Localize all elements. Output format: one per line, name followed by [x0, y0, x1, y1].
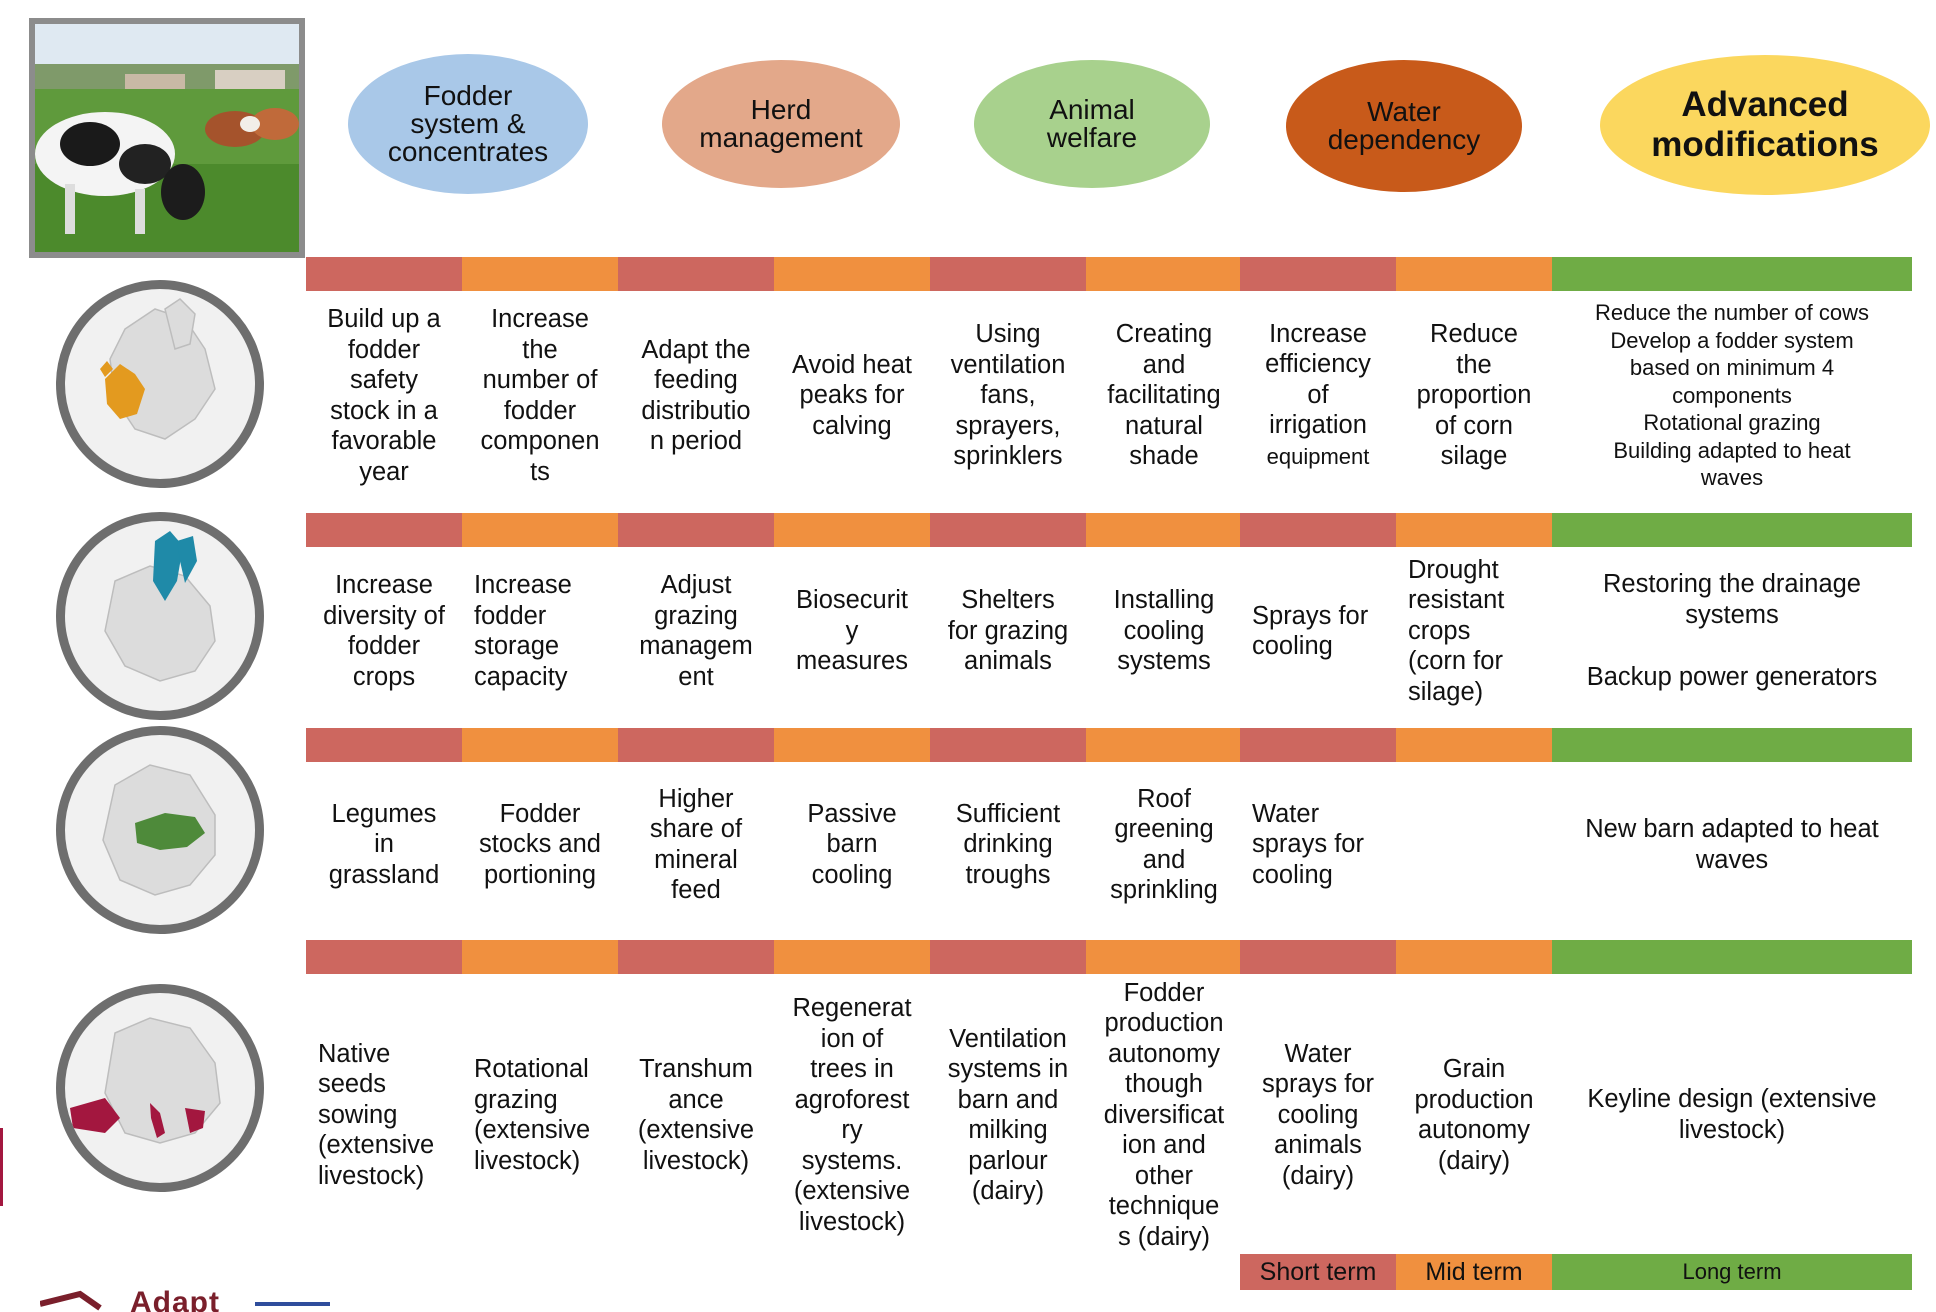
- measure-cell: Creating and facilitating natural shade: [1107, 320, 1221, 471]
- term-bar: [1396, 728, 1552, 762]
- measure-cell: Biosecurit y measures: [796, 586, 908, 676]
- term-bar: [306, 940, 462, 974]
- advanced-modification-cell: Keyline design (extensive livestock): [1587, 1085, 1877, 1144]
- term-bar: [1396, 257, 1552, 291]
- category-advanced-modifications: Advanced modifications: [1600, 55, 1930, 195]
- measure-cell: Regenerat ion of trees in agroforest ry …: [792, 994, 912, 1236]
- measure-cell: Rotational grazing (extensive livestock): [474, 1055, 591, 1175]
- term-bar: [1552, 940, 1912, 974]
- category-herd-management: Herd management: [662, 60, 900, 188]
- measure-cell: Sufficient drinking troughs: [955, 799, 1061, 889]
- term-bar: [1086, 940, 1242, 974]
- term-bar: [1086, 728, 1242, 762]
- term-bar: [774, 257, 930, 291]
- measure-cell: Roof greening and sprinkling: [1110, 784, 1218, 905]
- cows-photo: [29, 18, 305, 258]
- map-nordic-region: [56, 512, 264, 720]
- measure-cell: Fodder production autonomy though divers…: [1103, 978, 1225, 1251]
- term-bar: [462, 940, 618, 974]
- measure-cell: Fodder stocks and portioning: [479, 799, 601, 889]
- term-bar: [1396, 940, 1552, 974]
- term-bar: [930, 513, 1086, 547]
- measure-cell: Sprays for cooling: [1252, 601, 1369, 661]
- left-edge-accent: [0, 1128, 3, 1206]
- footer-logo: Adapt: [40, 1290, 340, 1312]
- term-bar: [618, 940, 774, 974]
- term-bar: [1552, 728, 1912, 762]
- measure-cell: Transhum ance (extensive livestock): [637, 1055, 755, 1175]
- term-bar: [930, 728, 1086, 762]
- legend-mid-term: Mid term: [1396, 1254, 1552, 1290]
- map-mediterranean-region: [56, 984, 264, 1192]
- term-bar: [618, 728, 774, 762]
- measure-cell: Increase the number of fodder componen t…: [480, 305, 600, 486]
- measure-cell: Increase diversity of fodder crops: [323, 571, 445, 691]
- measure-cell: Adjust grazing managem ent: [639, 571, 753, 691]
- term-bar: [618, 257, 774, 291]
- measure-cell: Grain production autonomy (dairy): [1414, 1055, 1534, 1175]
- term-bar: [774, 940, 930, 974]
- measure-cell: Passive barn cooling: [807, 799, 897, 889]
- term-bar: [930, 940, 1086, 974]
- measure-cell: Drought resistant crops (corn for silage…: [1408, 555, 1505, 706]
- measure-cell: Water sprays for cooling: [1252, 799, 1364, 889]
- term-bar: [306, 257, 462, 291]
- term-bar: [1086, 513, 1242, 547]
- term-bar: [1396, 513, 1552, 547]
- measure-cell: [1396, 762, 1552, 927]
- term-bar: [930, 257, 1086, 291]
- measure-cell: Native seeds sowing (extensive livestock…: [318, 1039, 435, 1190]
- term-bar: [462, 728, 618, 762]
- measure-cell: Increase fodder storage capacity: [474, 571, 572, 691]
- term-bar: [462, 257, 618, 291]
- category-animal-welfare: Animal welfare: [974, 60, 1210, 188]
- measure-cell: Legumes in grassland: [328, 799, 440, 889]
- measure-cell: Higher share of mineral feed: [649, 784, 743, 905]
- measure-cell: Reduce the proportion of corn silage: [1416, 320, 1532, 471]
- advanced-modification-cell: New barn adapted to heat waves: [1585, 814, 1879, 874]
- term-bar: [306, 513, 462, 547]
- category-water-dependency: Water dependency: [1286, 60, 1522, 192]
- advanced-modification-cell: Reduce the number of cows Develop a fodd…: [1595, 300, 1869, 491]
- measure-cell: Build up a fodder safety stock in a favo…: [327, 305, 441, 486]
- measure-cell: Ventilation systems in barn and milking …: [947, 1024, 1069, 1206]
- term-bar: [1086, 257, 1242, 291]
- term-bar: [774, 728, 930, 762]
- measure-cell: Water sprays for cooling animals (dairy): [1262, 1039, 1374, 1190]
- map-atlantic-region: [56, 280, 264, 488]
- map-continental-region: [56, 726, 264, 934]
- term-bar: [1240, 257, 1396, 291]
- legend-short-term: Short term: [1240, 1254, 1396, 1290]
- term-bar: [1552, 257, 1912, 291]
- term-bar: [1240, 513, 1396, 547]
- term-bar: [1240, 728, 1396, 762]
- term-bar: [306, 728, 462, 762]
- term-bar: [1552, 513, 1912, 547]
- category-fodder-system: Fodder system & concentrates: [348, 54, 588, 194]
- term-bar: [774, 513, 930, 547]
- measure-cell: Avoid heat peaks for calving: [791, 350, 913, 440]
- legend-long-term: Long term: [1552, 1254, 1912, 1290]
- term-bar: [462, 513, 618, 547]
- measure-cell: Using ventilation fans, sprayers, sprink…: [950, 320, 1066, 471]
- term-bar: [618, 513, 774, 547]
- advanced-modification-cell: Restoring the drainage systems Backup po…: [1586, 570, 1878, 691]
- term-bar: [1240, 940, 1396, 974]
- measure-cell: Installing cooling systems: [1113, 586, 1215, 676]
- measure-cell: Shelters for grazing animals: [947, 586, 1069, 676]
- measure-cell: Adapt the feeding distributio n period: [641, 335, 751, 456]
